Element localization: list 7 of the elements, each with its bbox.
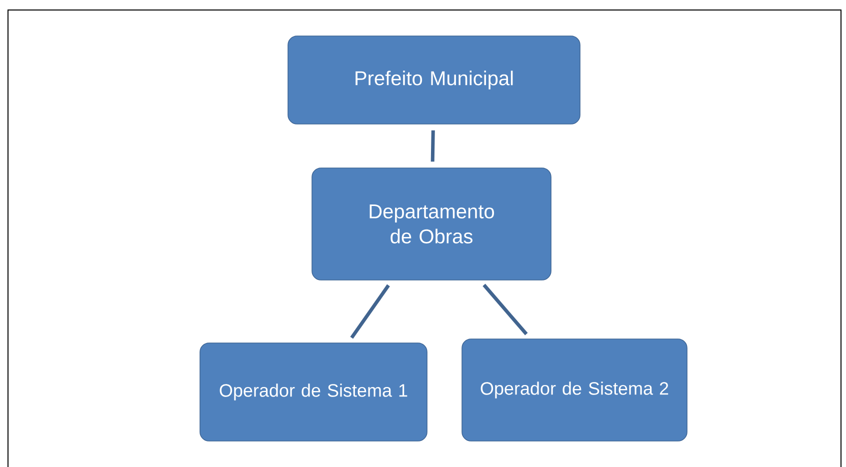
connector-line (350, 284, 390, 339)
process-box: Operador de Sistema 2 (462, 338, 688, 442)
process-box: Prefeito Municipal (288, 36, 580, 124)
connector-line (482, 284, 528, 336)
connector-line (430, 130, 435, 162)
process-box: Departamento de Obras (312, 168, 552, 280)
process-box: Operador de Sistema 1 (200, 342, 428, 442)
